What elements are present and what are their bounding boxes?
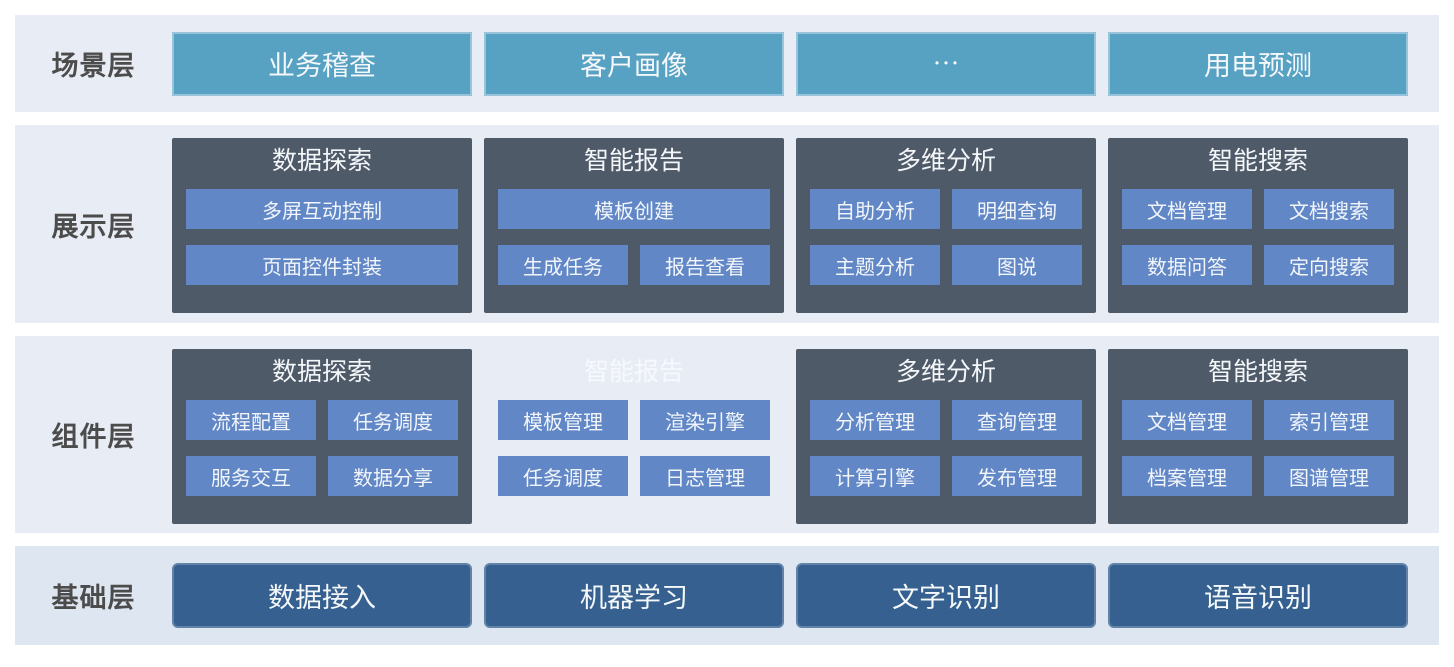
scene-label-column: 场景层 [15,15,172,112]
card-display-smart-search: 智能搜索 文档管理 文档搜索 数据问答 定向搜索 [1108,138,1408,313]
scene-block-business-audit: 业务稽查 [172,31,472,96]
card-display-multidim-analysis: 多维分析 自助分析 明细查询 主题分析 图说 [796,138,1096,313]
card-item: 图说 [952,245,1082,285]
card-item: 页面控件封装 [186,245,458,285]
component-label-column: 组件层 [15,336,172,533]
card-item: 定向搜索 [1264,245,1394,285]
card-item: 模板管理 [498,400,628,440]
card-item: 查询管理 [952,400,1082,440]
card-grid: 多屏互动控制 页面控件封装 [186,189,458,285]
card-item: 服务交互 [186,456,316,496]
card-component-data-explore: 数据探索 流程配置 任务调度 服务交互 数据分享 [172,349,472,524]
card-component-smart-report: 智能报告 模板管理 渲染引擎 任务调度 日志管理 [484,349,784,524]
card-component-smart-search: 智能搜索 文档管理 索引管理 档案管理 图谱管理 [1108,349,1408,524]
card-title: 数据探索 [271,148,372,175]
display-cards-row: 数据探索 多屏互动控制 页面控件封装 智能报告 模板创建 生成任务 报告查看 多… [172,138,1408,323]
card-grid: 分析管理 查询管理 计算引擎 发布管理 [810,400,1082,496]
card-title: 智能报告 [583,148,684,175]
card-item: 渲染引擎 [640,400,770,440]
card-title: 多维分析 [895,148,996,175]
foundation-block-data-access: 数据接入 [172,563,472,628]
card-item: 多屏互动控制 [186,189,458,229]
card-grid: 文档管理 文档搜索 数据问答 定向搜索 [1122,189,1394,285]
card-item: 报告查看 [640,245,770,285]
card-item: 数据问答 [1122,245,1252,285]
card-item: 明细查询 [952,189,1082,229]
card-item: 自助分析 [810,189,940,229]
display-label-column: 展示层 [15,125,172,323]
card-item: 文档管理 [1122,189,1252,229]
card-item: 发布管理 [952,456,1082,496]
foundation-block-ocr: 文字识别 [796,563,1096,628]
layer-band-component: 组件层 数据探索 流程配置 任务调度 服务交互 数据分享 智能报告 模板管理 渲… [15,336,1439,533]
layer-label-component: 组件层 [51,422,136,452]
scene-block-ellipsis: ··· [796,31,1096,96]
layer-band-display: 展示层 数据探索 多屏互动控制 页面控件封装 智能报告 模板创建 生成任务 报告… [15,125,1439,323]
scene-block-power-forecast: 用电预测 [1108,31,1408,96]
card-grid: 流程配置 任务调度 服务交互 数据分享 [186,400,458,496]
card-grid: 模板管理 渲染引擎 任务调度 日志管理 [498,400,770,496]
card-item: 日志管理 [640,456,770,496]
card-title: 智能报告 [583,359,684,386]
component-cards-row: 数据探索 流程配置 任务调度 服务交互 数据分享 智能报告 模板管理 渲染引擎 … [172,349,1408,533]
layer-band-foundation: 基础层 数据接入 机器学习 文字识别 语音识别 [15,546,1439,645]
foundation-block-machine-learning: 机器学习 [484,563,784,628]
card-grid: 自助分析 明细查询 主题分析 图说 [810,189,1082,285]
card-item: 文档管理 [1122,400,1252,440]
card-item: 索引管理 [1264,400,1394,440]
card-title: 数据探索 [271,359,372,386]
foundation-block-speech-recognition: 语音识别 [1108,563,1408,628]
card-title: 智能搜索 [1207,148,1308,175]
card-item: 数据分享 [328,456,458,496]
card-component-multidim-analysis: 多维分析 分析管理 查询管理 计算引擎 发布管理 [796,349,1096,524]
card-grid: 文档管理 索引管理 档案管理 图谱管理 [1122,400,1394,496]
card-title: 多维分析 [895,359,996,386]
card-item: 任务调度 [328,400,458,440]
layer-band-scene: 场景层 业务稽查 客户画像 ··· 用电预测 [15,15,1439,112]
foundation-button-row: 数据接入 机器学习 文字识别 语音识别 [172,546,1408,645]
card-item: 文档搜索 [1264,189,1394,229]
scene-button-row: 业务稽查 客户画像 ··· 用电预测 [172,15,1408,112]
card-item: 计算引擎 [810,456,940,496]
card-display-data-explore: 数据探索 多屏互动控制 页面控件封装 [172,138,472,313]
card-item: 流程配置 [186,400,316,440]
scene-block-customer-profile: 客户画像 [484,31,784,96]
card-item: 分析管理 [810,400,940,440]
card-item: 任务调度 [498,456,628,496]
layer-label-foundation: 基础层 [51,583,136,613]
layer-label-display: 展示层 [51,211,136,242]
layer-label-scene: 场景层 [51,51,136,81]
card-item: 图谱管理 [1264,456,1394,496]
card-grid: 模板创建 生成任务 报告查看 [498,189,770,285]
card-item: 模板创建 [498,189,770,229]
card-item: 档案管理 [1122,456,1252,496]
foundation-label-column: 基础层 [15,546,172,645]
card-title: 智能搜索 [1207,359,1308,386]
card-display-smart-report: 智能报告 模板创建 生成任务 报告查看 [484,138,784,313]
card-item: 生成任务 [498,245,628,285]
card-item: 主题分析 [810,245,940,285]
